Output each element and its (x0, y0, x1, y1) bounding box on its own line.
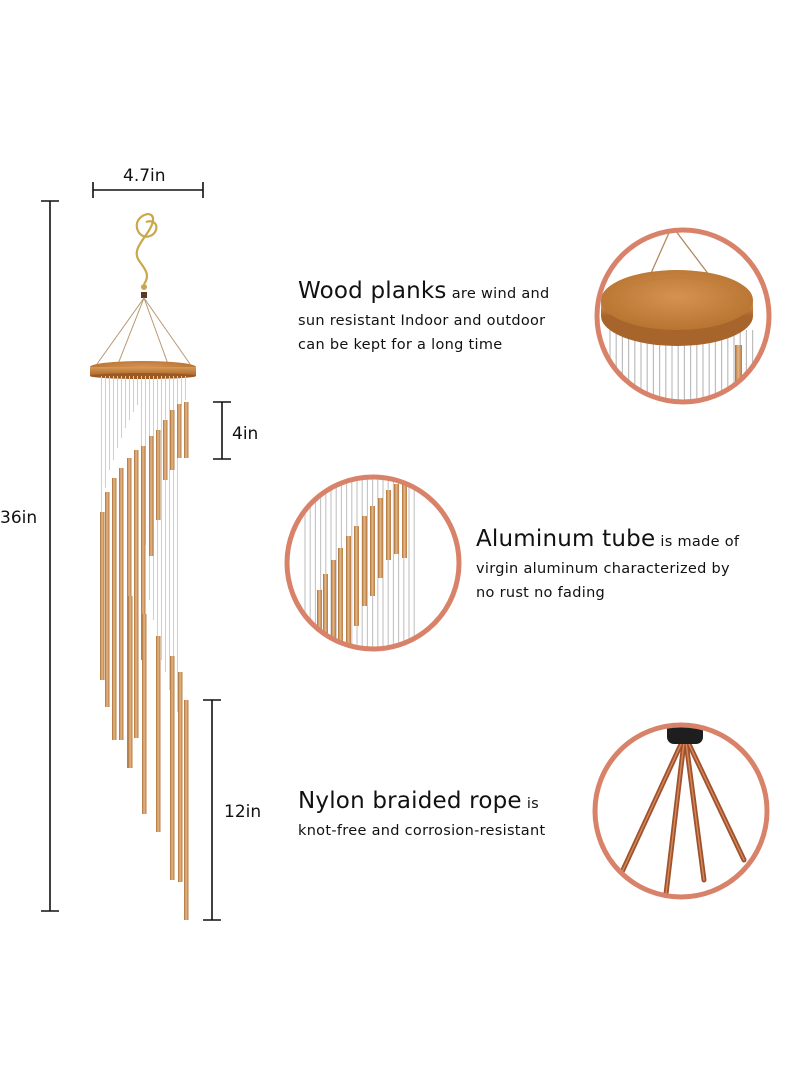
feature-description: sun resistant Indoor and outdoor can be … (298, 313, 546, 353)
chime-tube (156, 636, 161, 832)
chime-tube (112, 478, 117, 734)
detail-tube (331, 560, 336, 649)
chime-tube (141, 446, 146, 660)
detail-tube (378, 498, 383, 578)
detail-tube (346, 536, 351, 646)
width-dimension-line (92, 182, 204, 198)
top-tube-label: 4in (232, 424, 259, 444)
chime-tube (119, 468, 124, 740)
chime-tube (128, 596, 133, 768)
chime-tube (170, 410, 175, 470)
chime-tube (177, 404, 182, 458)
aluminum-tube-detail-icon (284, 474, 462, 652)
chime-tube (178, 672, 183, 882)
chime-tube (163, 420, 168, 480)
feature-description: knot-free and corrosion-resistant (298, 823, 546, 839)
detail-tube (394, 484, 399, 554)
feature-title: Aluminum tube (476, 526, 656, 552)
top-tube-dimension-line (213, 401, 231, 460)
feature-nylon-rope: Nylon braided rope is knot-free and corr… (298, 786, 545, 843)
detail-tube (338, 548, 343, 649)
feature-lead: is (526, 796, 540, 812)
chime-tube (184, 700, 189, 920)
height-label: 36in (0, 508, 38, 528)
feature-title: Wood planks (298, 278, 447, 304)
chime-tube (134, 450, 139, 738)
detail-tube (317, 590, 322, 649)
chime-tube (184, 402, 189, 458)
feature-aluminum-tube: Aluminum tube is made of virgin aluminum… (476, 524, 739, 605)
feature-wood-planks: Wood planks are wind and sun resistant I… (298, 276, 550, 357)
s-hook-icon (135, 213, 158, 285)
chime-tube (105, 492, 110, 707)
bottom-tube-label: 12in (224, 802, 262, 822)
nylon-rope-detail-icon (592, 722, 770, 900)
width-label: 4.7in (123, 166, 166, 186)
chime-tube (112, 700, 117, 740)
chime-tube (142, 614, 147, 814)
feature-lead: is made of (660, 534, 740, 550)
detail-tube (323, 574, 328, 649)
bottom-tube-dimension-line (203, 699, 221, 921)
feature-title: Nylon braided rope (298, 788, 522, 814)
chime-tube (170, 656, 175, 880)
detail-tube (354, 526, 359, 626)
chime-tube (100, 512, 105, 680)
wind-chime (90, 213, 196, 920)
detail-tube (362, 516, 367, 606)
detail-tube (402, 478, 407, 558)
detail-tube (386, 490, 391, 560)
chime-tube (156, 430, 161, 520)
detail-tube (370, 506, 375, 596)
feature-description: virgin aluminum characterized by no rust… (476, 561, 730, 601)
feature-lead: are wind and (451, 286, 550, 302)
height-dimension-line (41, 200, 59, 912)
wood-plank-detail-icon (594, 227, 772, 405)
chime-tube (149, 436, 154, 556)
